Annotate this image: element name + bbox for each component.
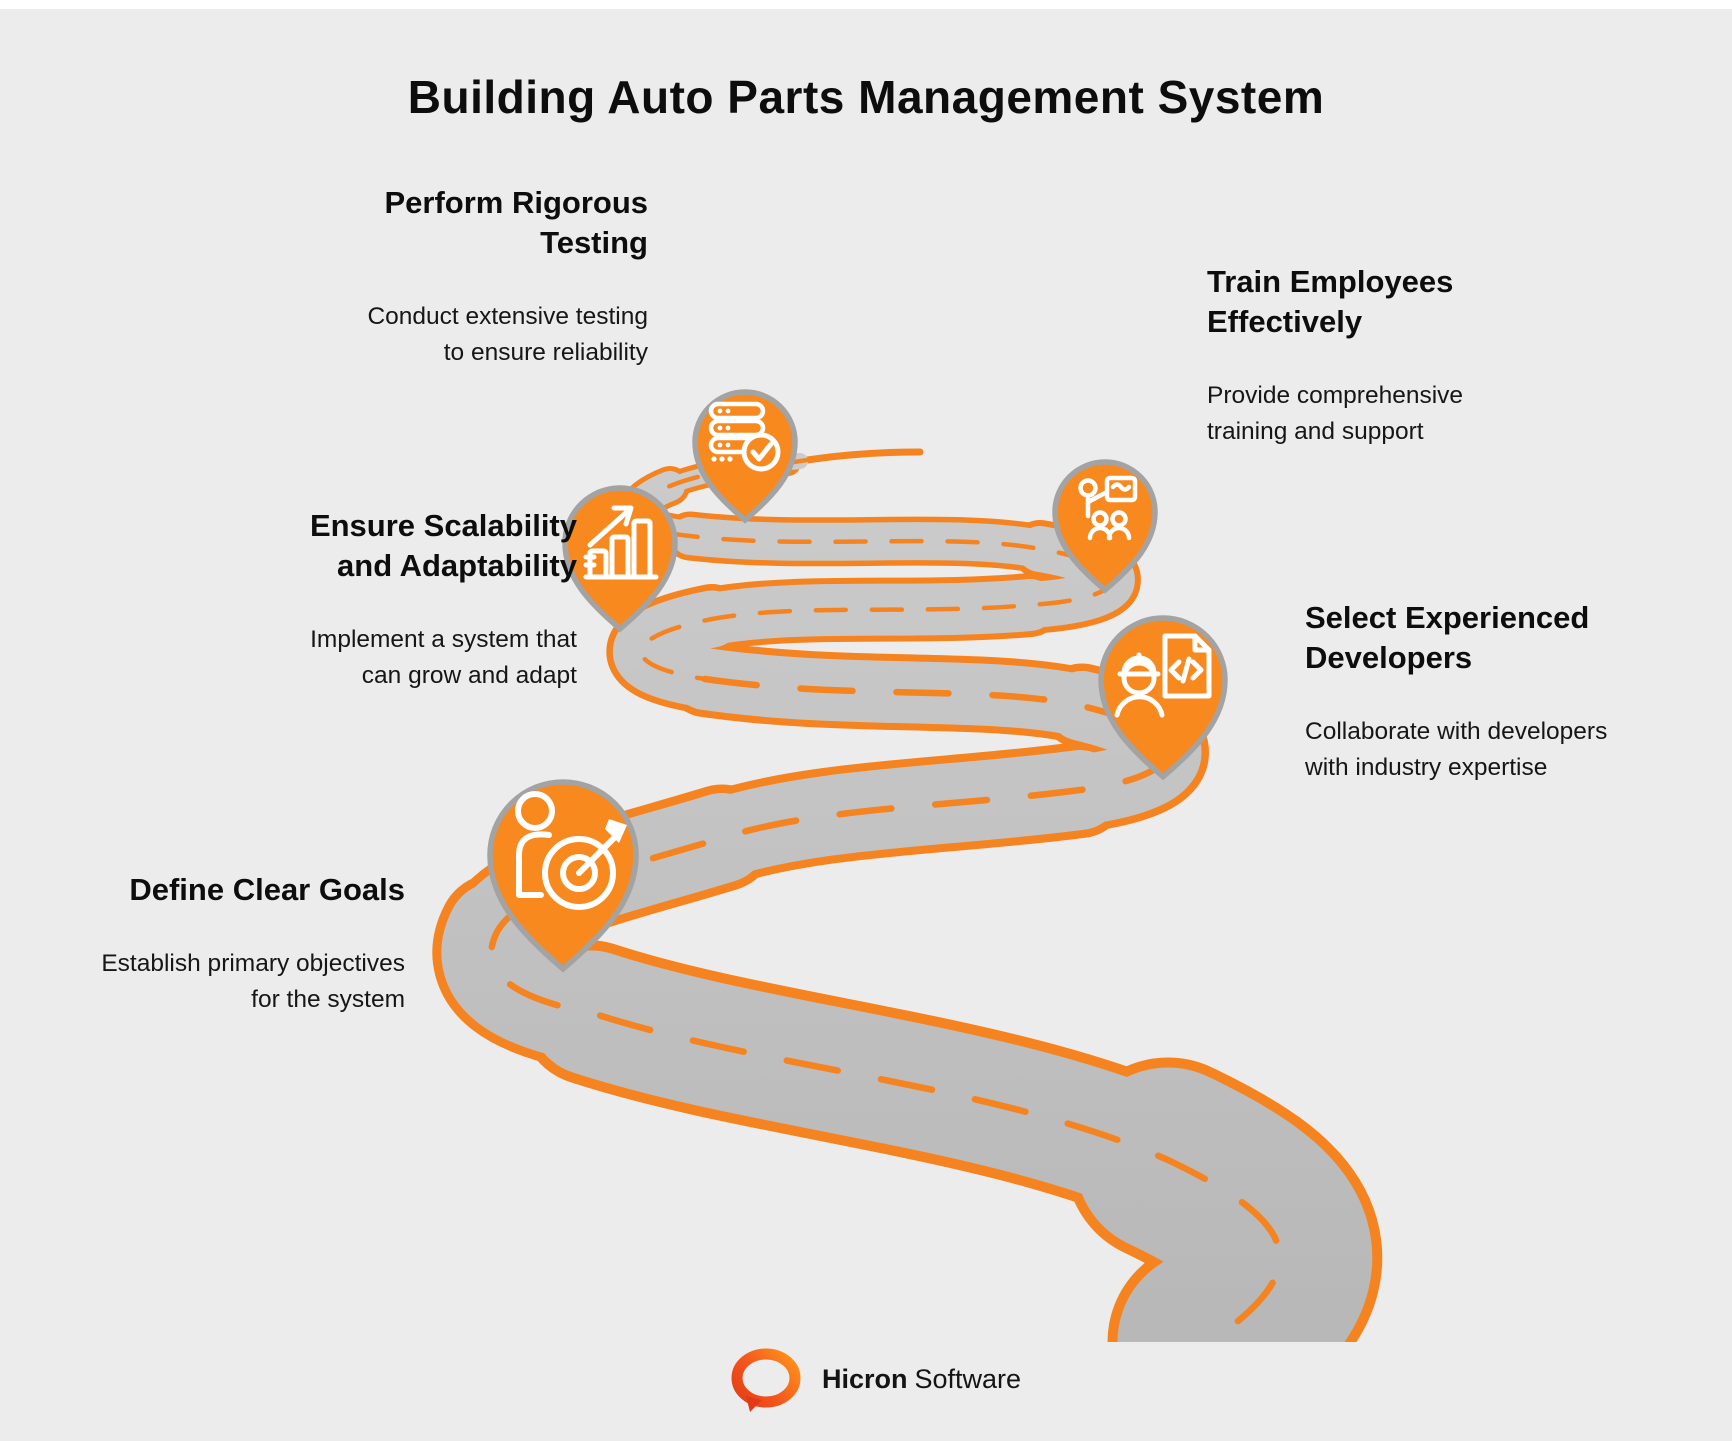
brand-name-bold: Hicron bbox=[822, 1364, 908, 1394]
server-check-icon bbox=[708, 401, 781, 472]
pin-perform-rigorous-testing bbox=[692, 389, 798, 524]
page-title: Building Auto Parts Management System bbox=[407, 71, 1325, 123]
top-edge bbox=[0, 0, 1732, 9]
developer-document-icon bbox=[1114, 633, 1212, 718]
step-title: Select Experienced Developers bbox=[1305, 600, 1590, 675]
step-title: Ensure Scalability and Adaptability bbox=[309, 508, 577, 583]
step-description: Collaborate with developers with industr… bbox=[1305, 717, 1608, 782]
step-define-clear-goals: Define Clear Goals Establish primary obj… bbox=[101, 870, 405, 1018]
pin-ensure-scalability-and-adaptability bbox=[562, 485, 678, 633]
brand-name-regular: Software bbox=[914, 1364, 1022, 1394]
pin-train-employees-effectively bbox=[1052, 459, 1158, 594]
pin-select-experienced-developers bbox=[1098, 615, 1228, 781]
step-title: Perform Rigorous Testing bbox=[384, 185, 648, 260]
step-description: Establish primary objectives for the sys… bbox=[101, 949, 405, 1014]
step-select-experienced-developers: Select Experienced Developers Collaborat… bbox=[1305, 598, 1607, 786]
person-target-icon bbox=[515, 791, 627, 910]
step-title: Define Clear Goals bbox=[129, 872, 405, 907]
step-perform-rigorous-testing: Perform Rigorous Testing Conduct extensi… bbox=[367, 183, 648, 371]
step-description: Implement a system that can grow and ada… bbox=[310, 625, 577, 690]
step-title: Train Employees Effectively bbox=[1207, 264, 1454, 339]
step-description: Provide comprehensive training and suppo… bbox=[1207, 381, 1464, 446]
hicron-logo-mark bbox=[731, 1348, 801, 1412]
training-presentation-icon bbox=[1078, 475, 1138, 541]
bar-chart-growth-icon bbox=[583, 505, 659, 580]
pin-define-clear-goals bbox=[487, 779, 639, 973]
step-train-employees-effectively: Train Employees Effectively Provide comp… bbox=[1207, 262, 1463, 450]
step-description: Conduct extensive testing to ensure reli… bbox=[367, 302, 648, 367]
step-ensure-scalability-and-adaptability: Ensure Scalability and Adaptability Impl… bbox=[310, 506, 577, 694]
